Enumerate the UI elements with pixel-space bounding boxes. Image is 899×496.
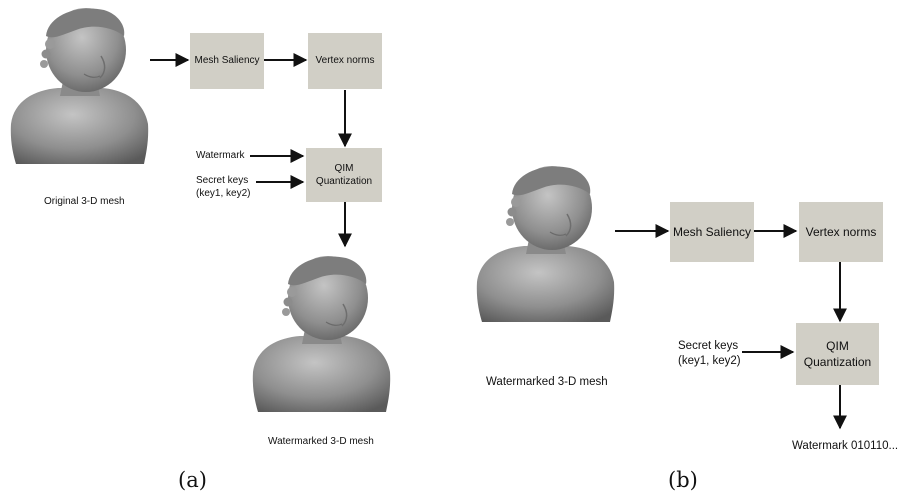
original-mesh-label: Original 3-D mesh xyxy=(44,196,125,207)
qim-quantization-box-b: QIM Quantization xyxy=(796,323,879,385)
vertex-norms-box-a: Vertex norms xyxy=(308,33,382,89)
vertex-norms-label-b: Vertex norms xyxy=(805,224,877,239)
mesh-saliency-label-a: Mesh Saliency xyxy=(194,55,260,67)
secret-keys-label-b: Secret keys (key1, key2) xyxy=(678,340,741,367)
watermarked-mesh-image-b xyxy=(476,165,615,323)
caption-b: (b) xyxy=(668,468,698,492)
qim-quantization-label-b: QIM Quantization xyxy=(803,338,872,369)
mesh-saliency-box-a: Mesh Saliency xyxy=(190,33,264,89)
qim-quantization-box-a: QIM Quantization xyxy=(306,148,382,202)
mesh-saliency-box-b: Mesh Saliency xyxy=(670,202,754,262)
qim-quantization-label-a: QIM Quantization xyxy=(315,162,373,188)
vertex-norms-label-a: Vertex norms xyxy=(315,55,375,67)
watermarked-mesh-label-a: Watermarked 3-D mesh xyxy=(268,436,374,447)
secret-keys-label-a: Secret keys (key1, key2) xyxy=(196,175,251,199)
watermarked-mesh-label-b: Watermarked 3-D mesh xyxy=(486,376,608,388)
watermarked-mesh-image-a xyxy=(252,255,391,413)
caption-a: (a) xyxy=(178,468,207,492)
watermark-output-label: Watermark 010110.... xyxy=(792,440,899,452)
watermark-input-label: Watermark xyxy=(196,150,245,161)
mesh-saliency-label-b: Mesh Saliency xyxy=(672,224,752,239)
vertex-norms-box-b: Vertex norms xyxy=(799,202,883,262)
original-mesh-image xyxy=(10,7,149,165)
